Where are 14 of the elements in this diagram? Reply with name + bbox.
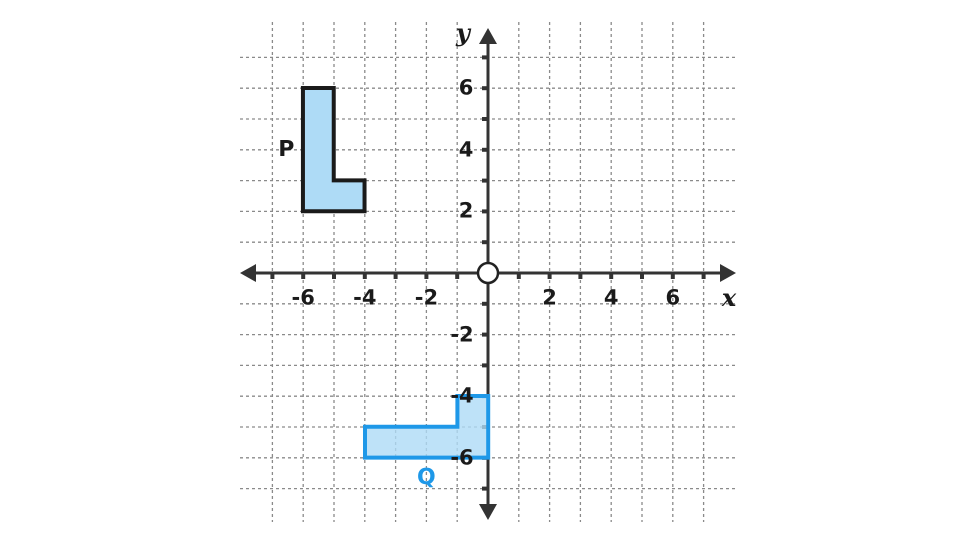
- tick-label: -6: [292, 288, 315, 308]
- tick-label: 6: [458, 78, 474, 99]
- tick-label: -4: [353, 288, 376, 308]
- axis-label: x: [722, 286, 736, 310]
- tick-label: -2: [414, 288, 438, 308]
- tick-label: 4: [458, 139, 474, 160]
- tick-label: -2: [450, 324, 474, 346]
- tick-label: 2: [458, 200, 474, 222]
- tick-label: 4: [604, 288, 618, 308]
- tick-label: 2: [542, 288, 557, 308]
- tick-label: 6: [665, 288, 680, 308]
- axis-label: y: [456, 21, 470, 45]
- shape-label: Q: [417, 466, 436, 489]
- shape-label: P: [278, 138, 294, 161]
